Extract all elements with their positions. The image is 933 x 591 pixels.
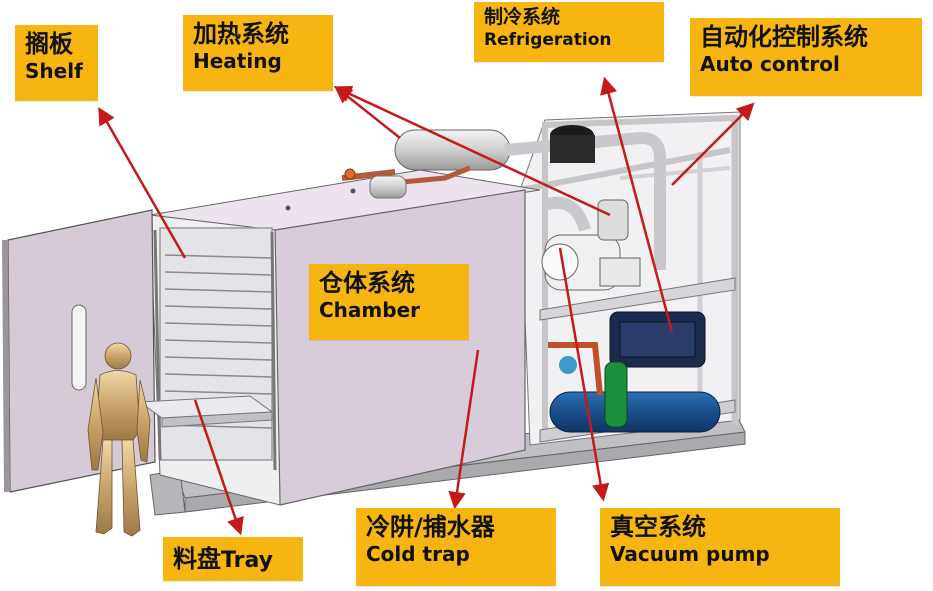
label-tray-text: 料盘Tray — [173, 544, 293, 576]
label-tray-zh: 料盘 — [173, 545, 221, 573]
label-refrigeration-en: Refrigeration — [484, 30, 612, 50]
label-cold-trap-en: Cold trap — [366, 542, 470, 566]
label-heating-zh: 加热系统 — [193, 20, 289, 48]
cold-trap-arrow — [448, 349, 480, 510]
label-cold-trap-zh: 冷阱/捕水器 — [366, 513, 495, 541]
label-auto-control: 自动化控制系统 Auto control — [690, 18, 922, 96]
refrigeration-unit — [548, 311, 721, 433]
human-figure — [87, 342, 151, 537]
label-refrigeration: 制冷系统 Refrigeration — [474, 2, 664, 62]
label-shelf-zh: 搁板 — [25, 30, 73, 58]
label-shelf: 搁板 Shelf — [15, 25, 98, 101]
label-chamber: 仓体系统 Chamber — [309, 264, 469, 340]
shelf-arrow — [98, 106, 187, 259]
label-tray-en: Tray — [221, 548, 273, 573]
label-chamber-en: Chamber — [319, 298, 420, 322]
label-refrigeration-zh: 制冷系统 — [484, 6, 561, 28]
label-shelf-en: Shelf — [25, 59, 83, 83]
heating-tank — [341, 129, 666, 270]
refrigeration-arrow — [600, 76, 674, 333]
label-auto-control-en: Auto control — [700, 52, 840, 76]
label-tray: 料盘Tray — [163, 537, 303, 581]
tray — [138, 395, 274, 428]
label-heating-en: Heating — [193, 49, 282, 73]
vacuum-pump-arrow — [558, 247, 610, 502]
label-chamber-zh: 仓体系统 — [319, 269, 415, 297]
label-heating: 加热系统 Heating — [183, 15, 333, 91]
auto-control-arrow — [671, 102, 755, 186]
label-auto-control-zh: 自动化控制系统 — [700, 23, 868, 51]
tray-arrow — [193, 399, 244, 536]
arrows — [98, 76, 755, 536]
label-vacuum-pump-en: Vacuum pump — [610, 542, 770, 566]
label-vacuum-pump-zh: 真空系统 — [610, 513, 706, 541]
label-cold-trap: 冷阱/捕水器 Cold trap — [356, 508, 556, 586]
label-vacuum-pump: 真空系统 Vacuum pump — [600, 508, 840, 586]
heating-arrow-b — [333, 85, 611, 217]
shelves — [153, 227, 277, 471]
